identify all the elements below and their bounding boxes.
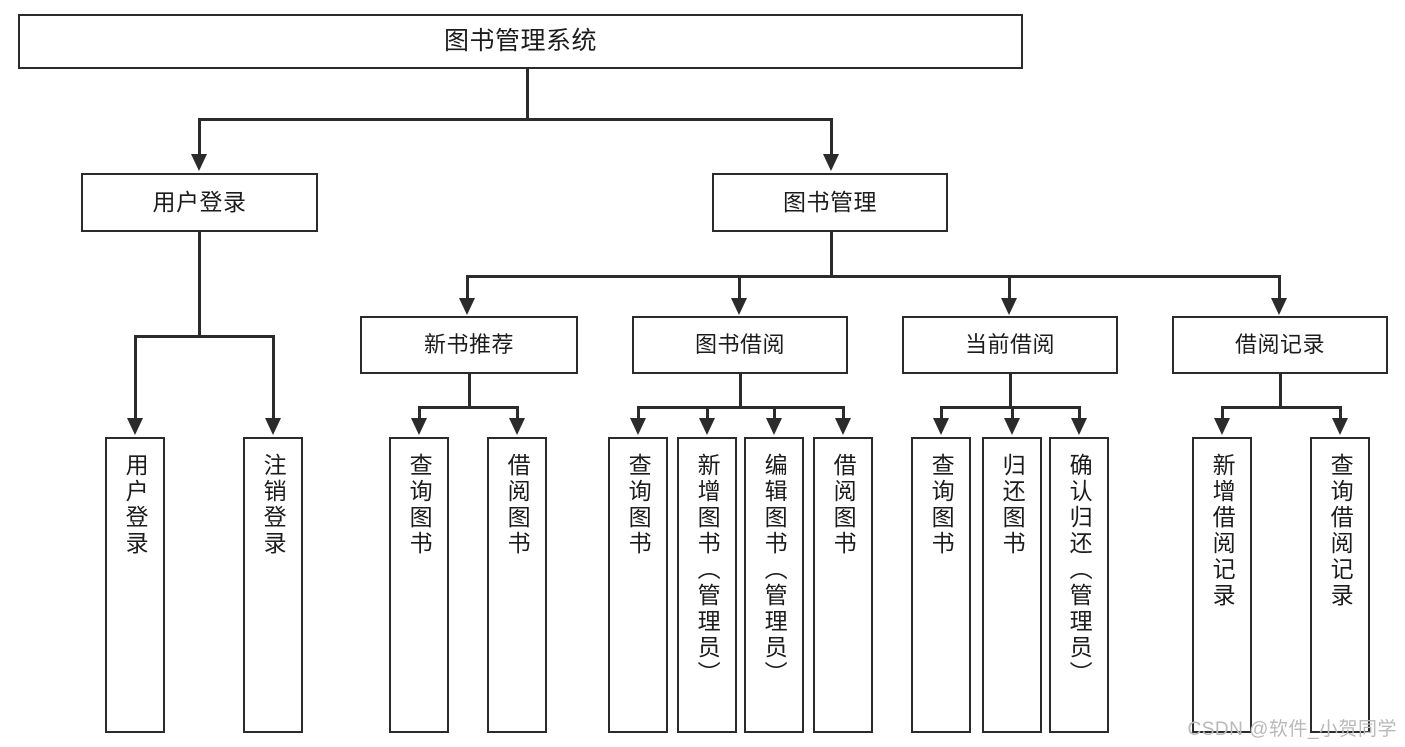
node-leaf-user-login[interactable]: 用户登录 [105,437,165,733]
node-leaf-query-book-3[interactable]: 查询图书 [911,437,971,733]
arrowhead-leaf-user-login [127,418,143,435]
connector-drop-leaf-borrow-book-1 [516,406,519,420]
node-leaf-logout[interactable]: 注销登录 [243,437,303,733]
arrowhead-leaf-add-book [699,418,715,435]
node-book-borrow[interactable]: 图书借阅 [632,316,848,374]
connector-drop-leaf-user-login [134,335,137,420]
connector-drop-borrow-record [1278,275,1281,300]
node-current-borrow-label: 当前借阅 [964,332,1055,358]
csdn-watermark: CSDN @软件_小贺同学 [1187,719,1397,740]
connector-drop-current-borrow [1008,275,1011,300]
connector-drop-user-login [198,118,201,156]
node-leaf-return-book[interactable]: 归还图书 [982,437,1042,733]
connector-drop-book-borrow [738,275,741,300]
node-book-manage[interactable]: 图书管理 [712,173,948,232]
connector-user-login-stem [198,232,201,337]
connector-drop-leaf-confirm-return [1078,406,1081,420]
connector-drop-leaf-return-book [1011,406,1014,420]
arrowhead-leaf-query-book-3 [933,418,949,435]
connector-current-borrow-bus [940,406,1080,409]
connector-drop-book-manage [830,118,833,156]
node-leaf-edit-book-label: 编辑图书（管理员） [761,453,788,687]
node-current-borrow[interactable]: 当前借阅 [902,316,1118,374]
node-leaf-edit-book[interactable]: 编辑图书（管理员） [744,437,804,733]
connector-drop-leaf-add-book [706,406,709,420]
node-leaf-query-book-1[interactable]: 查询图书 [389,437,449,733]
connector-drop-leaf-query-book-3 [940,406,943,420]
node-borrow-record[interactable]: 借阅记录 [1172,316,1388,374]
node-user-login[interactable]: 用户登录 [81,173,318,232]
connector-current-borrow-stem [1009,374,1012,408]
node-new-book-recommend-label: 新书推荐 [423,332,514,358]
connector-user-login-bus [134,335,272,338]
node-leaf-borrow-book-2-label: 借阅图书 [830,453,857,557]
node-leaf-query-record-label: 查询借阅记录 [1327,453,1354,609]
connector-book-manage-stem [830,232,833,277]
arrowhead-leaf-confirm-return [1071,418,1087,435]
arrowhead-book-manage [823,154,839,171]
connector-drop-leaf-query-book-2 [637,406,640,420]
node-leaf-confirm-return[interactable]: 确认归还（管理员） [1049,437,1109,733]
node-leaf-borrow-book-2[interactable]: 借阅图书 [813,437,873,733]
node-leaf-user-login-label: 用户登录 [122,453,149,557]
node-new-book-recommend[interactable]: 新书推荐 [360,316,578,374]
node-borrow-record-label: 借阅记录 [1234,332,1325,358]
connector-borrow-record-stem [1279,374,1282,408]
connector-book-manage-bus [466,275,1280,278]
node-leaf-add-book[interactable]: 新增图书（管理员） [677,437,737,733]
node-leaf-borrow-book-1[interactable]: 借阅图书 [487,437,547,733]
node-leaf-query-book-3-label: 查询图书 [928,453,955,557]
arrowhead-borrow-record [1271,298,1287,315]
node-leaf-return-book-label: 归还图书 [999,453,1026,557]
connector-drop-leaf-query-record [1339,406,1342,420]
node-leaf-add-record[interactable]: 新增借阅记录 [1192,437,1252,733]
arrowhead-leaf-return-book [1004,418,1020,435]
arrowhead-leaf-query-book-1 [411,418,427,435]
arrowhead-leaf-borrow-book-1 [509,418,525,435]
arrowhead-current-borrow [1001,298,1017,315]
arrowhead-leaf-add-record [1214,418,1230,435]
node-user-login-label: 用户登录 [152,188,247,215]
node-leaf-borrow-book-1-label: 借阅图书 [504,453,531,557]
node-book-borrow-label: 图书借阅 [694,332,785,358]
arrowhead-new-book-recommend [459,298,475,315]
node-leaf-add-record-label: 新增借阅记录 [1209,453,1236,609]
node-leaf-query-book-1-label: 查询图书 [406,453,433,557]
node-root-label: 图书管理系统 [443,26,597,55]
arrowhead-leaf-logout [265,418,281,435]
node-leaf-query-book-2[interactable]: 查询图书 [608,437,668,733]
node-leaf-add-book-label: 新增图书（管理员） [694,453,721,687]
connector-book-borrow-stem [739,374,742,408]
connector-root-stem [526,68,529,119]
connector-drop-leaf-edit-book [773,406,776,420]
connector-root-bus [198,118,832,121]
connector-drop-leaf-query-book-1 [418,406,421,420]
arrowhead-leaf-borrow-book-2 [835,418,851,435]
arrowhead-leaf-edit-book [766,418,782,435]
node-leaf-query-record[interactable]: 查询借阅记录 [1310,437,1370,733]
arrowhead-book-borrow [731,298,747,315]
connector-book-borrow-bus [637,406,844,409]
arrowhead-leaf-query-record [1332,418,1348,435]
node-leaf-logout-label: 注销登录 [260,453,287,557]
connector-drop-leaf-add-record [1221,406,1224,420]
arrowhead-leaf-query-book-2 [630,418,646,435]
node-book-manage-label: 图书管理 [783,188,877,215]
connector-drop-leaf-borrow-book-2 [842,406,845,420]
connector-new-book-recommend-bus [418,406,518,409]
node-leaf-confirm-return-label: 确认归还（管理员） [1066,453,1093,687]
connector-drop-new-book-recommend [466,275,469,300]
node-root[interactable]: 图书管理系统 [18,14,1023,69]
connector-borrow-record-bus [1221,406,1339,409]
connector-drop-leaf-logout [272,335,275,420]
arrowhead-user-login [191,154,207,171]
node-leaf-query-book-2-label: 查询图书 [625,453,652,557]
connector-new-book-recommend-stem [468,374,471,408]
